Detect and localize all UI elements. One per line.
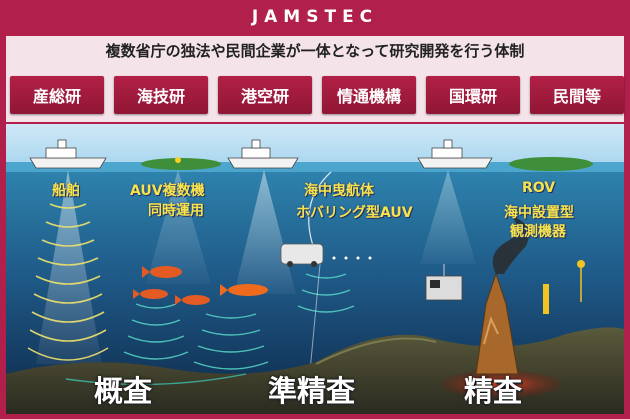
organization-row: 産総研 海技研 港空研 情通機構 国環研 民間等 — [10, 76, 624, 116]
fish-icon — [142, 266, 182, 278]
ship-icon — [29, 139, 107, 169]
rov-icon — [425, 264, 463, 301]
label-auv-simul: 同時運用 — [148, 203, 204, 219]
org-parI: 港空研 — [218, 76, 312, 114]
label-auv-multi: AUV複数機 — [130, 183, 205, 199]
label-observation: 観測機器 — [510, 224, 566, 240]
stage-detailed: 精査 — [464, 374, 523, 408]
ship-icon — [417, 139, 493, 169]
label-towed-body: 海中曳航体 — [304, 183, 374, 199]
page-title: JAMSTEC — [251, 7, 379, 27]
org-nict: 情通機構 — [322, 76, 416, 114]
auv-icon — [220, 284, 268, 296]
stage-rough-survey: 概査 — [94, 374, 153, 408]
ocean-illustration — [6, 124, 624, 414]
stage-semi-detailed: 準精査 — [268, 374, 356, 408]
ocean-scene: 船舶 AUV複数機 同時運用 海中曳航体 ホバリング型AUV ROV 海中設置型… — [6, 124, 624, 414]
org-nmri: 海技研 — [114, 76, 208, 114]
label-ship: 船舶 — [52, 183, 80, 199]
label-rov: ROV — [522, 180, 556, 196]
ship-icon — [227, 139, 299, 169]
label-seafloor-type: 海中設置型 — [504, 205, 574, 221]
fish-icon — [133, 289, 168, 299]
hydrothermal-vent-icon — [441, 216, 561, 398]
org-aist: 産総研 — [10, 76, 104, 114]
fish-icon — [175, 295, 210, 305]
org-private: 民間等 — [530, 76, 624, 114]
organization-panel: 複数省庁の独法や民間企業が一体となって研究開発を行う体制 産総研 海技研 港空研… — [6, 36, 624, 122]
label-hovering-auv: ホバリング型AUV — [296, 205, 413, 221]
org-nies: 国環研 — [426, 76, 520, 114]
auv-icon — [280, 243, 324, 267]
subtitle: 複数省庁の独法や民間企業が一体となって研究開発を行う体制 — [105, 42, 525, 60]
